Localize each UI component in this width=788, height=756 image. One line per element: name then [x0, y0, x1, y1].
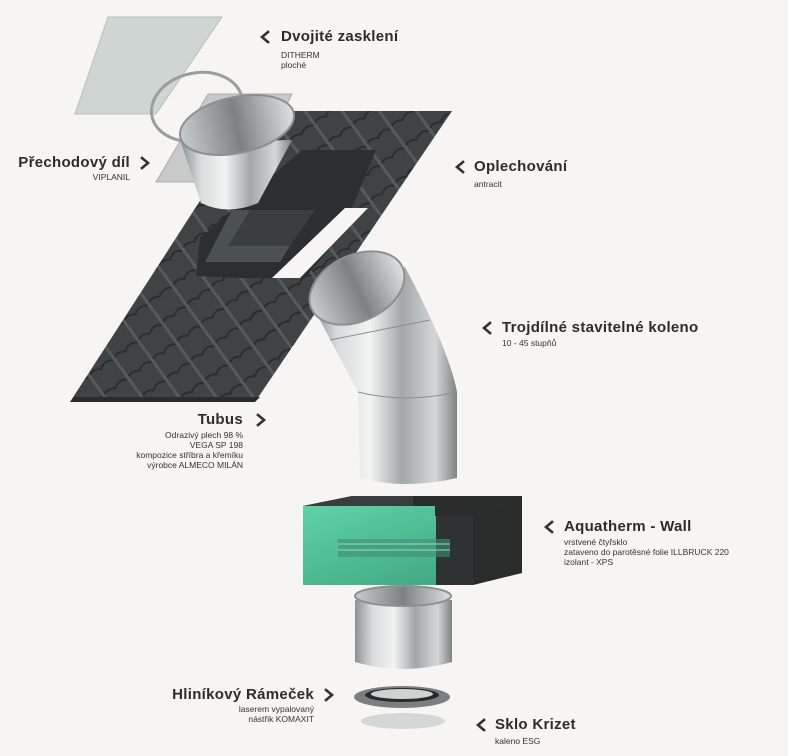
label-elbow-line-1: 10 - 45 stupňů	[502, 338, 557, 348]
aquatherm-block	[303, 496, 522, 585]
label-aquatherm-line-3: izolant - XPS	[564, 557, 614, 567]
chevron-icon	[542, 520, 556, 534]
lower-tube	[355, 600, 452, 669]
label-aquatherm: Aquatherm - Wall vrstvené čtyřsklo zatav…	[564, 518, 729, 567]
label-flashing: Oplechování antracit	[474, 158, 567, 189]
label-aquatherm-line-2: zataveno do parotěsné folie ILLBRUCK 220	[564, 547, 729, 557]
label-glazing: Dvojité zasklení DITHERM ploché	[281, 28, 398, 70]
label-glass-title: Sklo Krizet	[495, 716, 576, 733]
label-tube-title: Tubus	[197, 411, 243, 428]
label-glazing-title: Dvojité zasklení	[281, 28, 399, 45]
label-elbow: Trojdílné stavitelné koleno 10 - 45 stup…	[502, 319, 698, 348]
transition-tube	[181, 140, 292, 210]
label-transition-line-1: VIPLANIL	[92, 172, 130, 182]
label-frame-line-2: nástřik KOMAXIT	[248, 714, 314, 724]
label-flashing-line-1: antracit	[474, 179, 502, 189]
label-tube-line-3: kompozice stříbra a křemíku	[136, 450, 243, 460]
label-glazing-line-1: DITHERM	[281, 50, 320, 60]
label-aquatherm-title: Aquatherm - Wall	[564, 518, 692, 535]
label-elbow-title: Trojdílné stavitelné koleno	[502, 319, 699, 336]
label-frame-title: Hliníkový Rámeček	[172, 686, 314, 703]
label-glass-line-1: kaleno ESG	[495, 736, 541, 746]
label-tube-line-1: Odrazivý plech 98 %	[165, 430, 243, 440]
label-glazing-line-2: ploché	[281, 60, 307, 70]
chevron-icon	[474, 718, 488, 732]
chevron-icon	[480, 321, 494, 335]
chevron-icon	[254, 413, 268, 427]
label-tube-line-2: VEGA SP 198	[189, 440, 243, 450]
chevron-icon	[322, 688, 336, 702]
chevron-icon	[453, 160, 467, 174]
label-aquatherm-line-1: vrstvené čtyřsklo	[564, 537, 628, 547]
label-frame-line-1: laserem vypalovaný	[238, 704, 314, 714]
glazing-pane	[74, 16, 223, 115]
label-tube-line-4: výrobce ALMECO MILÁN	[147, 460, 243, 470]
label-tube: Tubus Odrazivý plech 98 % VEGA SP 198 ko…	[136, 411, 243, 470]
label-transition-title: Přechodový díl	[18, 154, 130, 171]
label-frame: Hliníkový Rámeček laserem vypalovaný nás…	[172, 686, 314, 724]
label-flashing-title: Oplechování	[474, 158, 568, 175]
label-glass: Sklo Krizet kaleno ESG	[495, 716, 576, 746]
glass-disc	[361, 713, 445, 729]
chevron-icon	[138, 156, 152, 170]
label-transition: Přechodový díl VIPLANIL	[18, 154, 130, 182]
chevron-icon	[258, 30, 272, 44]
